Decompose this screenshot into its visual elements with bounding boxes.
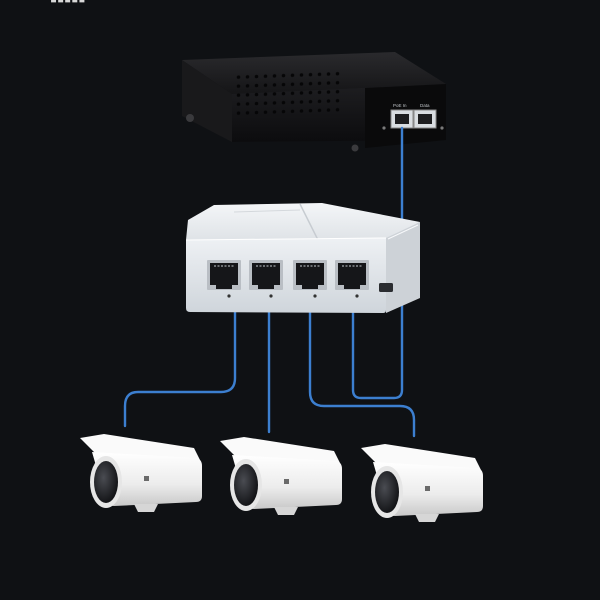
- injector-ports: PoE In Data: [382, 103, 444, 130]
- camera-badge: [425, 486, 430, 491]
- poe-switch: [185, 203, 420, 313]
- injector-screw: [351, 144, 359, 152]
- switch-top-face: [186, 203, 420, 240]
- port-led: [355, 294, 359, 298]
- port-socket: [296, 263, 324, 289]
- camera-2: [220, 437, 342, 515]
- injector-port-label-poe: PoE In: [393, 103, 407, 108]
- port-led: [227, 294, 231, 298]
- network-cables: [123, 126, 416, 438]
- switch-front-face: [186, 238, 386, 313]
- injector-led: [440, 126, 444, 130]
- switch-seam: [299, 203, 319, 241]
- cable-switch-to-camera-1: [123, 288, 237, 428]
- camera-mount: [415, 514, 439, 522]
- switch-ports: [207, 260, 393, 298]
- injector-port-label-data: Data: [420, 103, 430, 108]
- injector-side-face: [182, 60, 232, 142]
- camera-lens: [94, 461, 118, 503]
- switch-port-4-uplink: [335, 260, 369, 298]
- port-led: [313, 294, 317, 298]
- camera-badge: [284, 479, 289, 484]
- port-led: [269, 294, 273, 298]
- injector-port-socket: [418, 114, 432, 124]
- port-socket: [252, 263, 280, 289]
- injector-port-socket: [395, 114, 409, 124]
- injector-vent-grille: [234, 69, 344, 119]
- cable-injector-to-switch: [351, 126, 404, 400]
- camera-lens: [375, 471, 399, 513]
- switch-port-2: [249, 260, 283, 298]
- switch-seam: [233, 209, 301, 213]
- camera-mount: [274, 507, 298, 515]
- port-socket: [338, 263, 366, 289]
- camera-lens: [234, 464, 258, 506]
- switch-side-face: [386, 222, 420, 313]
- poe-injector: PoE In Data: [182, 52, 446, 152]
- cable-switch-to-camera-3: [308, 288, 416, 438]
- camera-mount: [134, 504, 158, 512]
- switch-port-1: [207, 260, 241, 298]
- switch-port-3: [293, 260, 327, 298]
- camera-3: [361, 444, 483, 522]
- injector-screw: [186, 114, 194, 122]
- cropped-caption: ▪▪▪▪▪: [50, 0, 85, 11]
- switch-edge-highlight: [387, 224, 419, 240]
- camera-badge: [144, 476, 149, 481]
- switch-dip-switch: [379, 283, 393, 292]
- injector-led: [382, 126, 386, 130]
- switch-edge-highlight: [185, 237, 387, 241]
- camera-1: [80, 434, 202, 512]
- port-socket: [210, 263, 238, 289]
